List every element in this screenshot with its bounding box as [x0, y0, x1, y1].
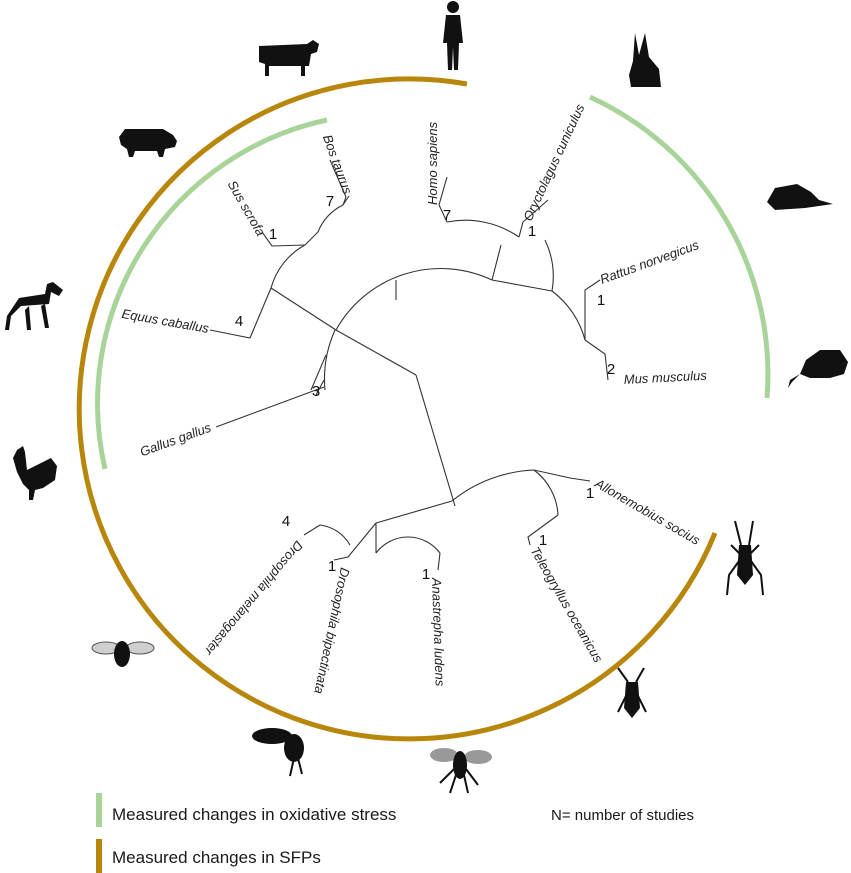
legend: Measured changes in oxidative stress Mea…: [96, 793, 694, 873]
study-count: 1: [269, 226, 277, 243]
study-count: 1: [328, 558, 336, 575]
species-label: Equus caballus: [121, 306, 211, 336]
rat-icon: [767, 184, 833, 210]
study-count: 7: [443, 207, 451, 224]
species-label: Teleogryllus oceanicus: [527, 544, 606, 665]
pig-icon: [119, 129, 177, 157]
cow-icon: [259, 40, 319, 76]
species-label: Bos taurus: [320, 132, 356, 196]
field-cricket-icon: [617, 667, 647, 718]
fruit-fly-icon: [430, 748, 492, 794]
study-count: 1: [586, 485, 594, 502]
study-count: 3: [312, 383, 320, 400]
legend-sfp-swatch: [96, 839, 102, 873]
legend-sfp-label: Measured changes in SFPs: [112, 848, 321, 867]
legend-note: N= number of studies: [551, 807, 694, 824]
species-label: Oryctolagus cuniculus: [520, 101, 588, 223]
species-label: Rattus norvegicus: [598, 237, 701, 287]
species-label: Drosophila melanogaster: [201, 538, 306, 659]
horse-icon: [5, 282, 63, 330]
species-label: Homo sapiens: [425, 121, 440, 205]
legend-oxidative-label: Measured changes in oxidative stress: [112, 805, 396, 824]
sfp-arc-left: [76, 76, 718, 742]
rabbit-icon: [629, 33, 661, 87]
silhouettes: [5, 1, 848, 794]
species-label: Allonemobius socius: [592, 475, 703, 548]
cricket-icon: [726, 520, 764, 596]
species-label: Sus scrofa: [225, 178, 269, 239]
study-count: 4: [235, 313, 243, 330]
legend-oxidative-swatch: [96, 793, 102, 827]
species-label: Anastrepha ludens: [429, 577, 448, 687]
rooster-icon: [13, 446, 57, 500]
species-label: Drosophila bipectinata: [311, 566, 352, 695]
study-count: 2: [607, 361, 615, 378]
study-count: 7: [326, 193, 334, 210]
fly-icon: [252, 728, 304, 777]
study-count: 1: [597, 292, 605, 309]
human-icon: [443, 1, 463, 70]
species-label: Gallus gallus: [138, 420, 214, 460]
study-count: 4: [282, 513, 290, 530]
tree-branches: [209, 159, 609, 571]
drosophila-icon: [91, 641, 155, 667]
study-count: 1: [539, 532, 547, 549]
study-count: 1: [528, 223, 536, 240]
oxidative-stress-arc-left: [95, 117, 328, 470]
mouse-icon: [788, 350, 848, 388]
species-label: Mus musculus: [623, 368, 707, 387]
oxidative-stress-arc-right: [588, 94, 771, 399]
study-count: 1: [422, 566, 430, 583]
